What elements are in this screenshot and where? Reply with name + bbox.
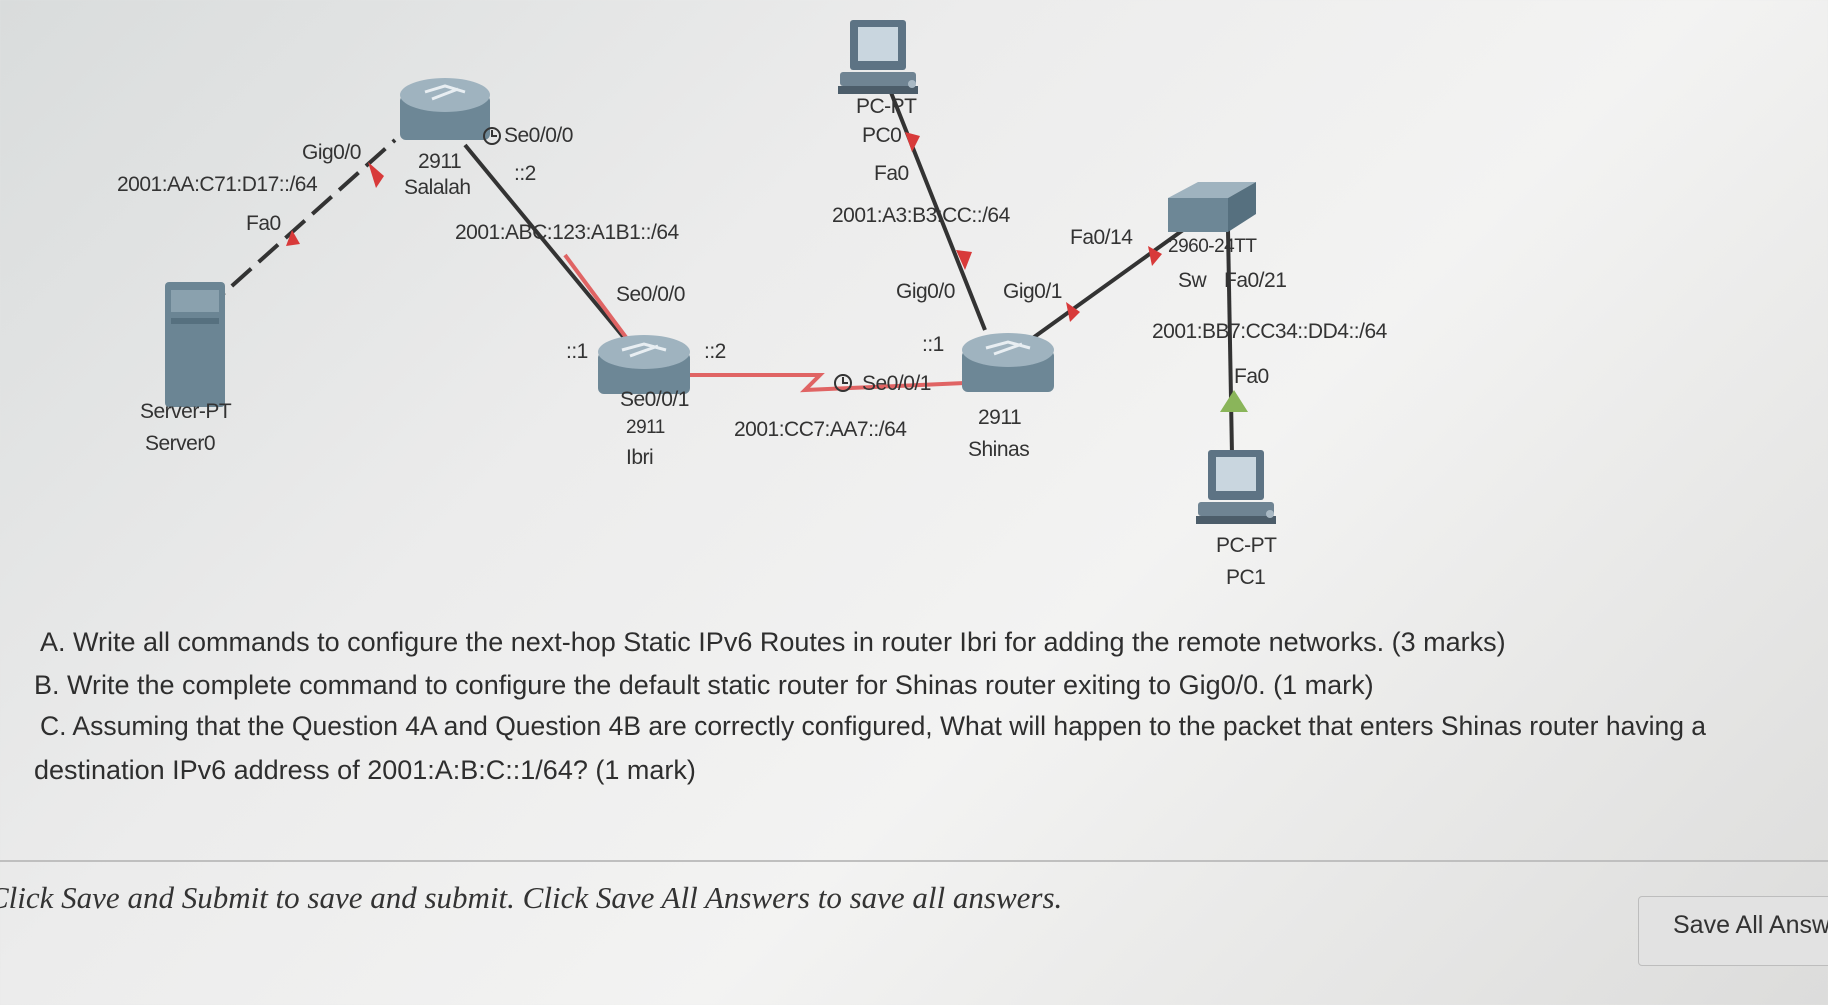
pc1-network-label: 2001:BB7:CC34::DD4::/64 (1152, 320, 1387, 343)
pc0-type-label: PC-PT (856, 95, 917, 118)
ibri-model-label: 2911 (626, 417, 665, 438)
shinas-se001-label: Se0/0/1 (862, 372, 931, 395)
shinas-model-label: 2911 (978, 406, 1022, 429)
server-type-label: Server-PT (140, 400, 232, 423)
link-arrow-icon (1066, 302, 1080, 322)
switch-model-label: 2960-24TT (1168, 236, 1257, 257)
pc1-name-label: PC1 (1226, 566, 1266, 589)
router-ibri-icon[interactable] (598, 335, 690, 394)
pc0-name-label: PC0 (862, 124, 902, 147)
network-topology: PC-PT PC0 Fa0 2001:A3:B3:CC::/64 Gig0/0 … (117, 20, 1387, 589)
link-arrow-icon (286, 230, 300, 246)
clock-icon (483, 127, 501, 145)
save-all-answers-button[interactable]: Save All Answers (1638, 896, 1828, 966)
pc0-icon[interactable] (838, 20, 918, 94)
link-arrow-icon (905, 132, 920, 152)
link-arrow-icon (368, 162, 384, 188)
pc0-iface-label: Fa0 (874, 162, 909, 185)
link-switch-pc1 (1226, 229, 1234, 456)
shinas-gig01-label: Gig0/1 (1003, 280, 1062, 303)
ibri-se000-label: Se0/0/0 (616, 283, 685, 306)
topology-drawing (165, 20, 1276, 524)
server-icon[interactable] (165, 282, 225, 407)
link-pc0-shinas (888, 89, 987, 331)
ibri-se001-label: Se0/0/1 (620, 388, 689, 411)
router-salalah-icon[interactable] (400, 78, 490, 140)
pc1-iface-label: Fa0 (1234, 365, 1269, 388)
pc1-type-label: PC-PT (1216, 534, 1277, 557)
shinas-addr-label: ::1 (922, 333, 944, 356)
salalah-ibri-network-label: 2001:ABC:123:A1B1::/64 (455, 221, 679, 244)
switch-icon[interactable] (1168, 182, 1256, 232)
router-shinas-icon[interactable] (962, 333, 1054, 392)
link-salalah-ibri-red (563, 253, 630, 342)
link-arrow-icon (956, 250, 972, 270)
ibri-name-label: Ibri (626, 446, 654, 469)
ibri-shinas-network-label: 2001:CC7:AA7::/64 (734, 418, 907, 441)
link-arrow-icon (1148, 246, 1162, 266)
question-c-line2: destination IPv6 address of 2001:A:B:C::… (34, 755, 696, 785)
link-salalah-ibri (463, 143, 632, 347)
shinas-name-label: Shinas (968, 438, 1030, 461)
link-server-salalah (203, 138, 397, 312)
question-b: B. Write the complete command to configu… (34, 670, 1374, 700)
switch-name-label: Sw (1178, 269, 1207, 292)
link-ibri-shinas-serial (690, 373, 966, 393)
pc1-icon[interactable] (1196, 450, 1276, 524)
salalah-name-label: Salalah (404, 176, 471, 199)
ibri-addr-left-label: ::1 (566, 340, 588, 363)
server-network-label: 2001:AA:C71:D17::/64 (117, 173, 318, 196)
switch-fa021-label: Fa0/21 (1224, 269, 1287, 292)
question-c-line1: C. Assuming that the Question 4A and Que… (40, 711, 1707, 741)
switch-fa014-label: Fa0/14 (1070, 226, 1133, 249)
question-a: A. Write all commands to configure the n… (40, 627, 1506, 657)
salalah-serial-addr-label: ::2 (514, 162, 536, 185)
server-name-label: Server0 (145, 432, 216, 455)
salalah-serial-label: Se0/0/0 (504, 124, 573, 147)
ibri-addr-right-label: ::2 (704, 340, 726, 363)
divider (0, 860, 1828, 862)
shinas-gig00-label: Gig0/0 (896, 280, 955, 303)
server-iface-label: Fa0 (246, 212, 281, 235)
link-arrow-icon (1220, 390, 1248, 412)
salalah-gig-label: Gig0/0 (302, 141, 361, 164)
footer-instruction: Click Save and Submit to save and submit… (0, 880, 1063, 915)
link-shinas-switch (1028, 223, 1192, 342)
salalah-model-label: 2911 (418, 150, 462, 173)
pc0-network-label: 2001:A3:B3:CC::/64 (832, 204, 1010, 227)
clock-icon (834, 374, 852, 392)
